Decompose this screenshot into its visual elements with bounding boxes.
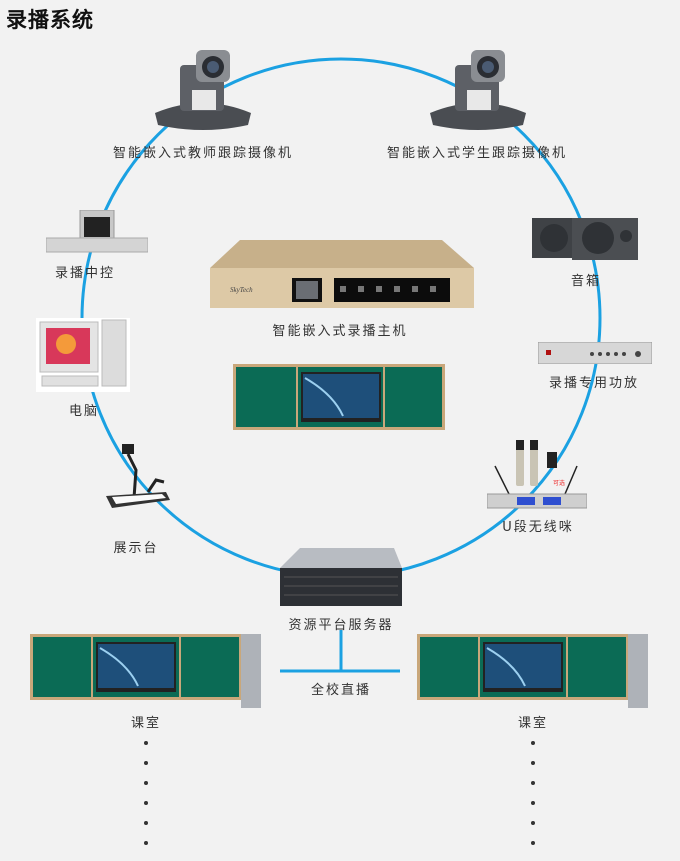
document-camera-icon	[106, 444, 170, 508]
control-label: 录播中控	[54, 266, 116, 281]
computer-label: 电脑	[68, 404, 100, 419]
rack-server-icon	[280, 548, 402, 606]
visualizer-label: 展示台	[113, 541, 159, 556]
speaker-icon	[532, 218, 638, 260]
recorder-host-icon: SkyTech	[210, 240, 474, 308]
desktop-computer-icon	[36, 318, 130, 392]
student-camera-label: 智能嵌入式学生跟踪摄像机	[386, 146, 568, 161]
svg-text:SkyTech: SkyTech	[230, 286, 253, 294]
ellipsis-dots-right	[531, 741, 535, 861]
amplifier-label: 录播专用功放	[548, 376, 640, 391]
recorder-label: 智能嵌入式录播主机	[272, 324, 408, 339]
speaker-label: 音箱	[570, 274, 602, 289]
ellipsis-dots-left	[144, 741, 148, 861]
teacher-camera-label: 智能嵌入式教师跟踪摄像机	[112, 146, 294, 161]
amplifier-icon	[538, 342, 652, 364]
optional-note: 可选	[553, 480, 566, 487]
classroom-left-label: 课室	[130, 716, 162, 731]
microphone-label: U段无线咪	[502, 520, 574, 535]
control-panel-icon	[46, 210, 148, 253]
smart-blackboard-icon	[30, 634, 261, 708]
wireless-mic-icon	[487, 440, 587, 509]
ptz-camera-icon	[155, 50, 251, 130]
classroom-right-label: 课室	[517, 716, 549, 731]
smart-blackboard-icon	[417, 634, 648, 708]
smart-blackboard-icon	[233, 364, 445, 430]
page-title: 录播系统	[6, 8, 94, 32]
server-label: 资源平台服务器	[288, 618, 394, 633]
ptz-camera-icon	[430, 50, 526, 130]
broadcast-label: 全校直播	[310, 683, 372, 698]
